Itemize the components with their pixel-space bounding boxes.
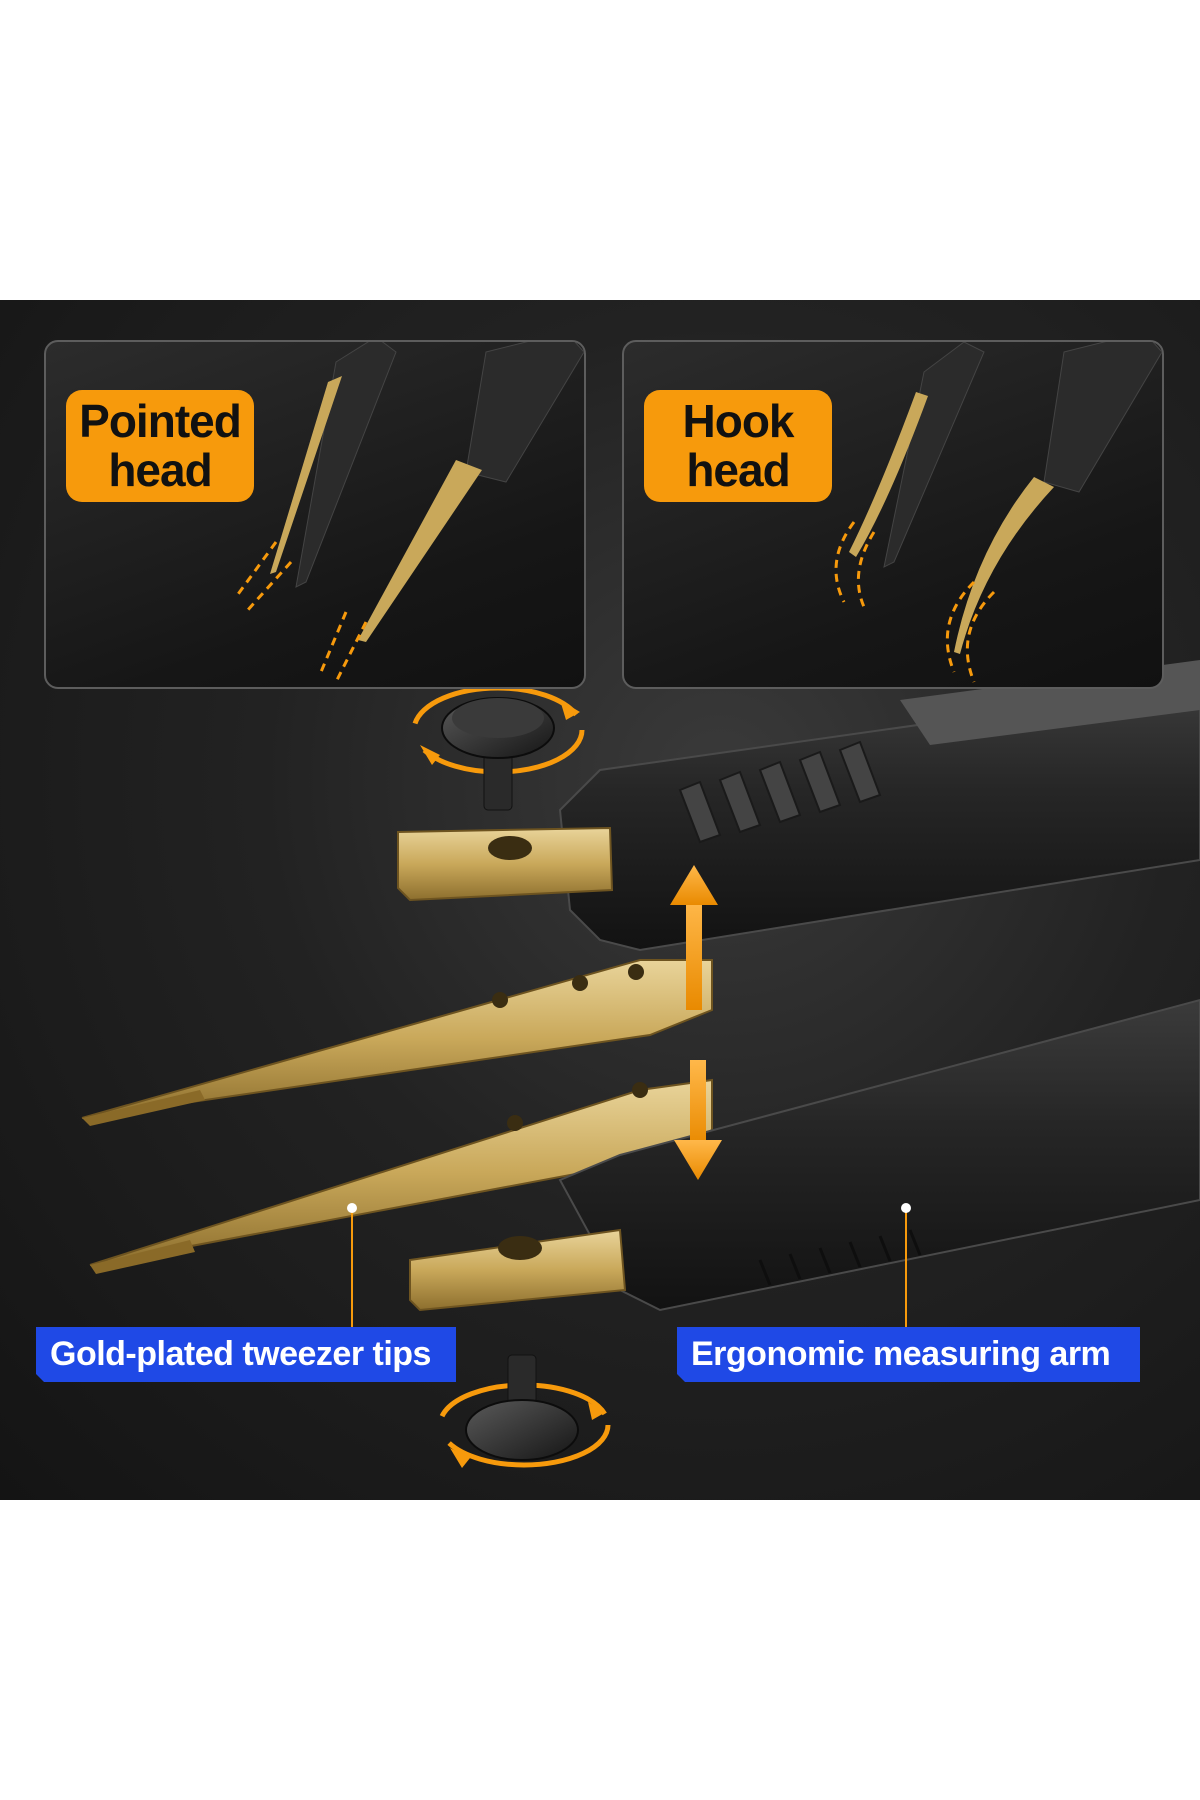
tweezer-scene xyxy=(81,660,1200,1468)
callout-leaders xyxy=(351,1210,907,1330)
tag-line: Hook xyxy=(682,395,795,447)
lower-arm xyxy=(558,998,1200,1312)
arrow-up-icon xyxy=(670,865,718,1010)
lower-gold-tip xyxy=(89,1078,713,1274)
hook-head-inset: Hook head xyxy=(622,340,1164,689)
upper-arm xyxy=(558,660,1200,952)
measuring-arm-label: Ergonomic measuring arm xyxy=(677,1327,1140,1382)
callout-dot xyxy=(347,1203,357,1213)
upper-gold-tip xyxy=(81,959,713,1126)
pointed-head-tag: Pointed head xyxy=(66,390,254,502)
arrow-down-icon xyxy=(674,1060,722,1180)
tag-line: head xyxy=(686,444,790,496)
callout-dot xyxy=(901,1203,911,1213)
hook-head-tag: Hook head xyxy=(644,390,832,502)
gold-tips-label: Gold-plated tweezer tips xyxy=(36,1327,456,1382)
product-panel: Pointed head Hook head Gold-plated tweez… xyxy=(0,300,1200,1500)
pointed-head-inset: Pointed head xyxy=(44,340,586,689)
tag-line: head xyxy=(108,444,212,496)
upper-mount-plate xyxy=(397,826,614,902)
lower-mount-plate xyxy=(409,1228,627,1312)
tag-line: Pointed xyxy=(79,395,242,447)
rotate-knob-icon xyxy=(411,685,585,811)
rotate-knob-icon xyxy=(437,1354,611,1468)
